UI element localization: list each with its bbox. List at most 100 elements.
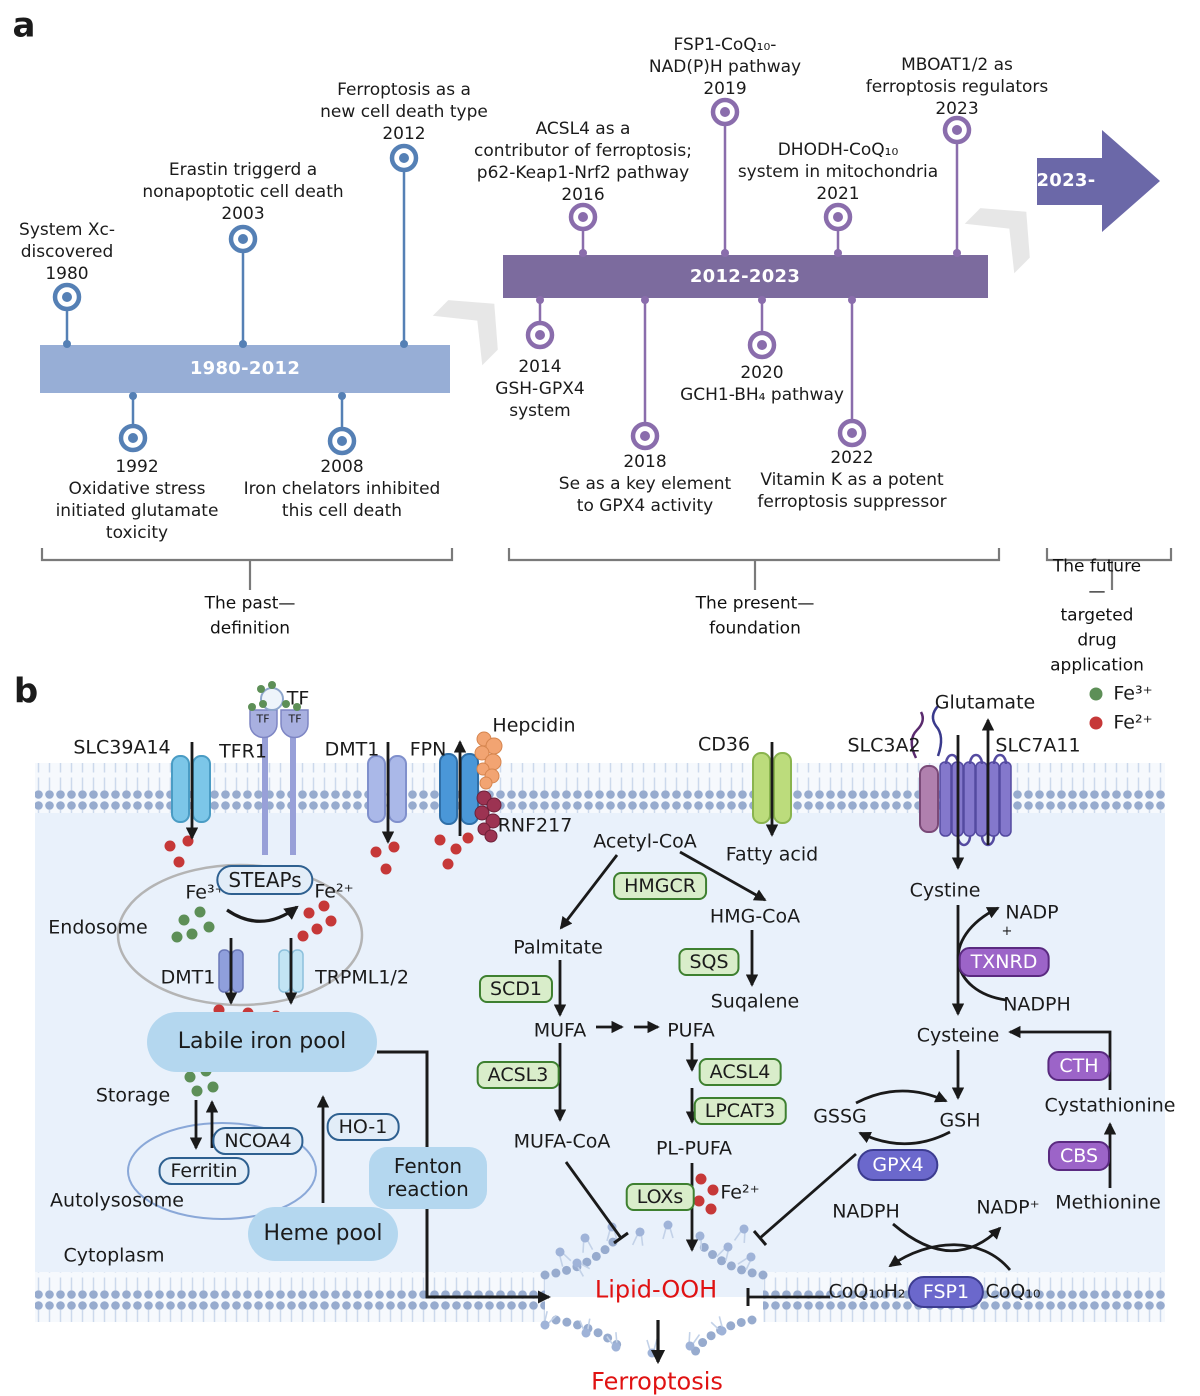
lpcat3-box: LPCAT3 bbox=[693, 1097, 787, 1125]
pathway-arrows bbox=[185, 718, 1117, 1365]
bracket-present-label: The present— foundation bbox=[695, 593, 815, 638]
endosome-dmt1-channel bbox=[218, 949, 244, 993]
cd36-label: CD36 bbox=[697, 733, 751, 756]
panel-a-label: a bbox=[12, 5, 36, 46]
legend-fe3-label: Fe³⁺ bbox=[1113, 682, 1153, 705]
ferroptosis-label: Ferroptosis bbox=[591, 1367, 723, 1396]
acsl3-box: ACSL3 bbox=[476, 1061, 560, 1089]
dmt1-channel bbox=[367, 755, 407, 823]
nadp-label: NADP bbox=[1005, 901, 1059, 924]
tfr1-label: TFR1 bbox=[219, 740, 267, 763]
fenton-reaction-box: Fenton reaction bbox=[369, 1147, 487, 1209]
event-2014: 2014 GSH-GPX4 system bbox=[495, 356, 585, 422]
tfr1-receptor bbox=[248, 681, 309, 855]
palmitate-label: Palmitate bbox=[513, 936, 603, 959]
fpn-label: FPN bbox=[409, 738, 447, 761]
event-2016: ACSL4 as a contributor of ferroptosis; p… bbox=[474, 118, 692, 206]
panel-b-label: b bbox=[13, 671, 39, 712]
storage-label: Storage bbox=[95, 1084, 171, 1107]
pl-pufa-label: PL-PUFA bbox=[655, 1137, 733, 1160]
cystathionine-label: Cystathionine bbox=[1044, 1094, 1176, 1117]
ncoa4-box: NCOA4 bbox=[212, 1127, 304, 1155]
pufa-label: PUFA bbox=[667, 1019, 715, 1042]
gssg-label: GSSG bbox=[813, 1105, 867, 1128]
bracket-past-label: The past— definition bbox=[204, 593, 296, 638]
dmt1-pm-label: DMT1 bbox=[324, 738, 380, 761]
cbs-box: CBS bbox=[1047, 1141, 1111, 1171]
fe2-loxs-label: Fe²⁺ bbox=[720, 1181, 760, 1204]
acsl4-box: ACSL4 bbox=[698, 1058, 782, 1086]
bar-present-label: 2012-2023 bbox=[689, 266, 801, 288]
fe3-endosome-label: Fe³⁺ bbox=[185, 881, 225, 904]
rnf217-blob bbox=[474, 790, 502, 843]
nadp-plus-label: NADP⁺ bbox=[976, 1196, 1040, 1219]
event-2012: Ferroptosis as a new cell death type 201… bbox=[320, 79, 488, 145]
heme-pool: Heme pool bbox=[248, 1207, 398, 1261]
suqalene-label: Suqalene bbox=[710, 990, 800, 1013]
tf-label: TF bbox=[286, 687, 310, 710]
txnrd-box: TXNRD bbox=[958, 947, 1050, 977]
hmgcr-box: HMGCR bbox=[613, 872, 707, 900]
timeline-chevrons bbox=[432, 208, 1030, 366]
mufa-coa-label: MUFA-CoA bbox=[513, 1130, 611, 1153]
slc3a2-subunit bbox=[919, 765, 939, 833]
fe2-endosome-label: Fe²⁺ bbox=[314, 880, 354, 903]
labile-iron-pool: Labile iron pool bbox=[147, 1012, 377, 1072]
hmg-coa-label: HMG-CoA bbox=[709, 905, 801, 928]
event-2008: 2008 Iron chelators inhibited this cell … bbox=[243, 456, 441, 522]
cystine-label: Cystine bbox=[909, 879, 981, 902]
timeline-markers-blue bbox=[52, 143, 419, 456]
timeline-bar-past bbox=[40, 345, 450, 393]
event-2020: 2020 GCH1-BH₄ pathway bbox=[680, 362, 844, 405]
future-arrow-label: 2023- bbox=[1036, 170, 1096, 192]
lipid-ooh-label: Lipid-OOH bbox=[594, 1275, 718, 1304]
future-arrow-shape bbox=[1037, 130, 1160, 232]
event-2023: MBOAT1/2 as ferroptosis regulators 2023 bbox=[865, 54, 1049, 120]
nadph-fsp1-label: NADPH bbox=[832, 1200, 900, 1223]
trpml-label: TRPML1/2 bbox=[315, 966, 409, 989]
dmt1-endosome-label: DMT1 bbox=[160, 966, 216, 989]
slc7a11-subunit bbox=[939, 761, 1012, 837]
hepcidin-label: Hepcidin bbox=[492, 714, 576, 737]
gsh-label: GSH bbox=[939, 1109, 981, 1132]
ho1-box: HO-1 bbox=[326, 1113, 400, 1141]
inhibition-bars bbox=[564, 1152, 857, 1306]
event-1980: System Xc- discovered 1980 bbox=[19, 219, 115, 285]
timeline-bar-present bbox=[503, 255, 988, 298]
loxs-box: LOXs bbox=[625, 1183, 695, 1211]
scd1-box: SCD1 bbox=[478, 975, 554, 1003]
legend-fe2-dot bbox=[1089, 716, 1103, 730]
slc3a2-label: SLC3A2 bbox=[847, 734, 921, 757]
fatty-acid-label: Fatty acid bbox=[725, 843, 819, 866]
sqs-box: SQS bbox=[678, 948, 740, 976]
ferritin-box: Ferritin bbox=[158, 1157, 250, 1185]
membrane-rupture bbox=[540, 1237, 768, 1357]
rnf217-label: RNF217 bbox=[497, 814, 573, 837]
event-2022: 2022 Vitamin K as a potent ferroptosis s… bbox=[757, 447, 947, 513]
glutamate-label: Glutamate bbox=[934, 691, 1036, 714]
legend-fe3-dot bbox=[1089, 687, 1103, 701]
autolysosome-label: Autolysosome bbox=[50, 1189, 184, 1212]
coq10h2-label: CoQ₁₀H₂ bbox=[828, 1280, 906, 1303]
methionine-label: Methionine bbox=[1055, 1191, 1161, 1214]
fsp1-box: FSP1 bbox=[907, 1276, 985, 1308]
era-brackets bbox=[40, 548, 1173, 590]
nadp-plus-sign: + bbox=[1001, 924, 1013, 940]
endosome-label: Endosome bbox=[48, 916, 148, 939]
cysteine-label: Cysteine bbox=[916, 1024, 1000, 1047]
tf-green-dots bbox=[248, 681, 301, 711]
event-2021: DHODH-CoQ₁₀ system in mitochondria 2021 bbox=[737, 139, 939, 205]
slc7a11-label: SLC7A11 bbox=[995, 734, 1081, 757]
cd36-channel bbox=[752, 752, 792, 824]
cytoplasm-label: Cytoplasm bbox=[63, 1244, 165, 1267]
mufa-label: MUFA bbox=[533, 1019, 587, 1042]
coq10-label: CoQ₁₀ bbox=[985, 1280, 1041, 1303]
event-2018: 2018 Se as a key element to GPX4 activit… bbox=[558, 451, 732, 517]
system-xc-transporter bbox=[910, 705, 1012, 847]
acetyl-coa-label: Acetyl-CoA bbox=[593, 830, 697, 853]
steaps-box: STEAPs bbox=[216, 865, 314, 895]
event-2019: FSP1-CoQ₁₀- NAD(P)H pathway 2019 bbox=[648, 34, 802, 100]
tf-cup2-label: TF bbox=[288, 712, 302, 726]
legend-fe2-label: Fe²⁺ bbox=[1113, 711, 1153, 734]
